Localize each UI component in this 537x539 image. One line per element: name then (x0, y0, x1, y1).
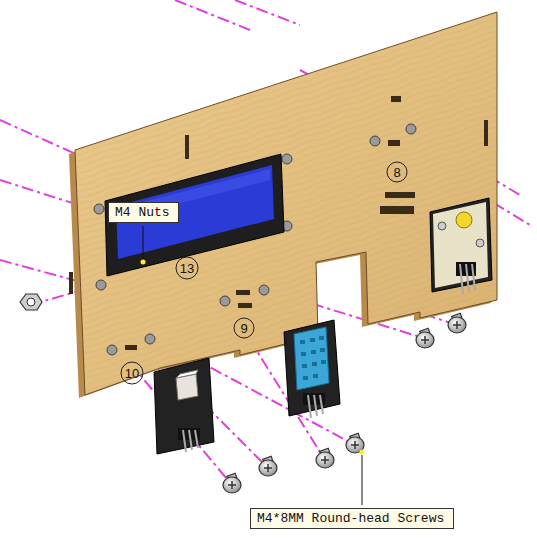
board-holes (94, 124, 416, 355)
wood-board (69, 12, 497, 398)
leader-lines (143, 226, 362, 505)
callout-text: M4*8MM Round-head Screws (257, 511, 444, 526)
board-slots (69, 96, 488, 350)
callout-text: M4 Nuts (115, 205, 170, 220)
callout-number: 8 (393, 166, 400, 179)
dht11-module (284, 320, 340, 418)
m4-nut (20, 294, 42, 310)
light-sensor-module (154, 358, 214, 454)
lcd-display (105, 154, 284, 276)
guide-lines (0, 0, 530, 485)
round-head-screws (223, 313, 466, 493)
callout-number: 9 (240, 322, 247, 335)
callout-circles (121, 162, 407, 384)
callout-box: M4 Nuts (108, 202, 179, 223)
callout-number: 10 (125, 367, 139, 380)
callout-box: M4*8MM Round-head Screws (250, 508, 454, 529)
callout-number: 13 (180, 262, 194, 275)
led-module (430, 198, 492, 294)
